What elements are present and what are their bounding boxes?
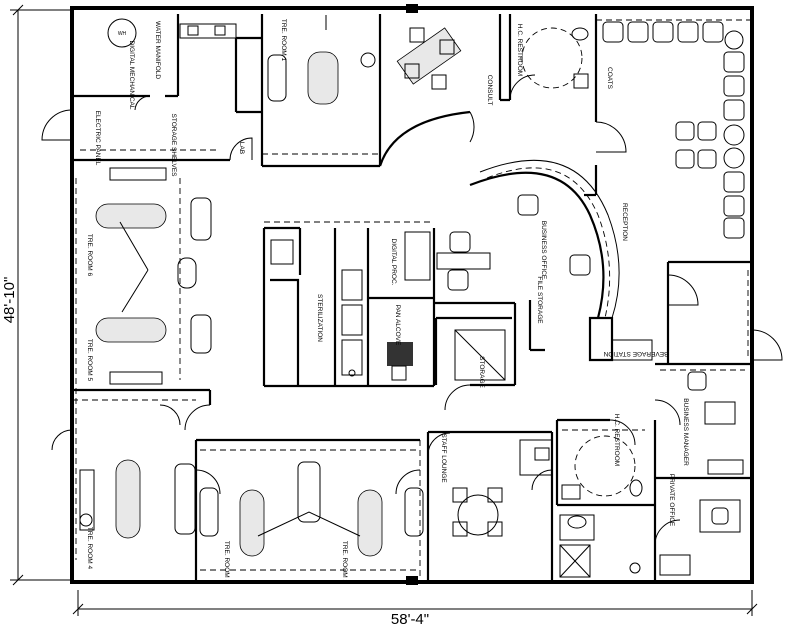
room-label-file-storage: FILE STORAGE: [536, 276, 543, 324]
dimension-lines: [10, 4, 758, 616]
room-label-wh: WH: [118, 31, 127, 37]
room-label-staff-lounge: STAFF LOUNGE: [440, 433, 447, 483]
room-label-tre-room-4: TRE. ROOM 4: [86, 527, 93, 570]
room-label-tre-room-1: TRE. ROOM 1: [280, 19, 287, 62]
room-label-electric-panel: ELECTRIC PANEL: [94, 111, 101, 166]
room-label-tre-room-2: TRE. ROOM 2: [341, 541, 348, 584]
dashed-lines: [72, 19, 750, 580]
room-label-water-manifold: WATER MANIFOLD: [154, 21, 161, 79]
interior-walls: [70, 14, 752, 582]
room-label-beverage-station: BEVERAGE STATION: [603, 350, 668, 357]
room-label-business-manager: BUSINESS MANAGER: [682, 398, 689, 466]
room-label-digital-proc: DIGITAL PROC.: [390, 239, 397, 286]
height-dimension-label: 48'-10": [1, 277, 18, 324]
room-label-sterilization: STERILIZATION: [316, 294, 323, 342]
room-label-pan-alcove: PAN ALCOVE: [394, 305, 401, 346]
room-label-private-office: PRIVATE OFFICE: [668, 474, 675, 527]
room-label-hc-restroom-top: H.C. RESTROOM: [516, 24, 523, 76]
room-label-hc-restroom-bottom: H.C. RESTROOM: [613, 414, 620, 466]
room-labels: WATER MANIFOLD DIGITAL MECHANICAL WH ELE…: [86, 19, 689, 584]
exterior-walls: [70, 4, 754, 585]
width-dimension-label: 58'-4": [391, 611, 429, 628]
room-label-coats: COATS: [606, 67, 613, 90]
room-label-consult: CONSULT: [486, 75, 493, 106]
room-label-tre-room-3: TRE. ROOM 3: [223, 541, 230, 584]
room-label-storage: STORAGE: [478, 356, 485, 388]
room-label-digital-mechanical: DIGITAL MECHANICAL: [128, 41, 135, 110]
fixtures: [79, 15, 745, 578]
doors: [41, 74, 783, 546]
room-label-tre-room-6: TRE. ROOM 6: [86, 234, 93, 277]
room-label-storage-shelves: STORAGE SHELVES: [170, 114, 177, 178]
room-label-lab: LAB: [238, 142, 245, 154]
room-label-tre-room-5: TRE. ROOM 5: [86, 339, 93, 382]
room-label-business-office: BUSINESS OFFICE: [540, 221, 547, 280]
room-label-reception: RECEPTION: [621, 203, 628, 241]
